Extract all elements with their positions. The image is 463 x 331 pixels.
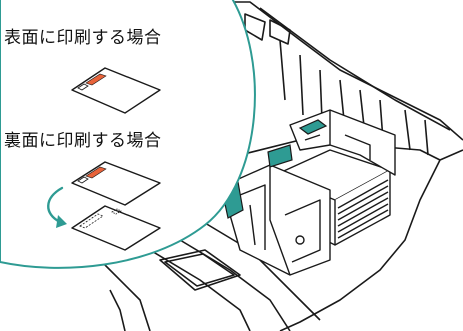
back-print-label: 裏面に印刷する場合 <box>4 131 162 151</box>
rear-guide-lever <box>298 119 328 135</box>
envelope-back-side-before <box>71 161 161 206</box>
side-paper-guide <box>224 164 331 276</box>
envelope-back-side-after <box>71 205 161 251</box>
front-print-label: 表面に印刷する場合 <box>4 28 162 48</box>
magnifier-circle <box>0 0 256 269</box>
curved-arrow-icon <box>47 186 67 228</box>
postal-code-boxes <box>85 166 107 179</box>
postal-code-boxes <box>85 73 107 86</box>
envelope-front-side <box>71 67 161 114</box>
